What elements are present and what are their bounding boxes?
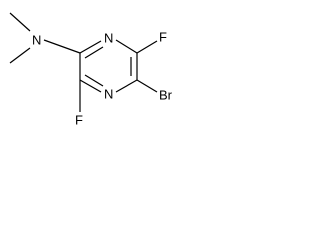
bond-ring-n4-c3: [79, 79, 102, 93]
atom-label-fluorine-bottom: F: [75, 113, 83, 128]
atom-label-bromine: Br: [159, 88, 173, 103]
molecule-structure: N N N F F Br: [9, 12, 173, 128]
bond-ring-n4-c3-inner: [84, 74, 104, 87]
atom-label-ring-n-bottom: N: [104, 87, 113, 102]
bond-ring-c2-n1-inner: [84, 46, 104, 59]
atom-label-fluorine-top: F: [159, 30, 167, 45]
bond-amine-ring: [43, 39, 81, 54]
bond-methyl-bottom: [9, 47, 31, 64]
atom-label-amine-n: N: [32, 33, 41, 48]
bond-ring-n1-c6: [115, 39, 138, 54]
bond-c5-bromine: [136, 79, 158, 93]
bond-ring-c5-n4: [115, 79, 138, 93]
bond-c6-fluorine: [136, 40, 158, 54]
bond-methyl-top: [9, 12, 31, 32]
atom-label-ring-n-top: N: [104, 31, 113, 46]
bond-ring-c2-n1: [79, 40, 102, 54]
